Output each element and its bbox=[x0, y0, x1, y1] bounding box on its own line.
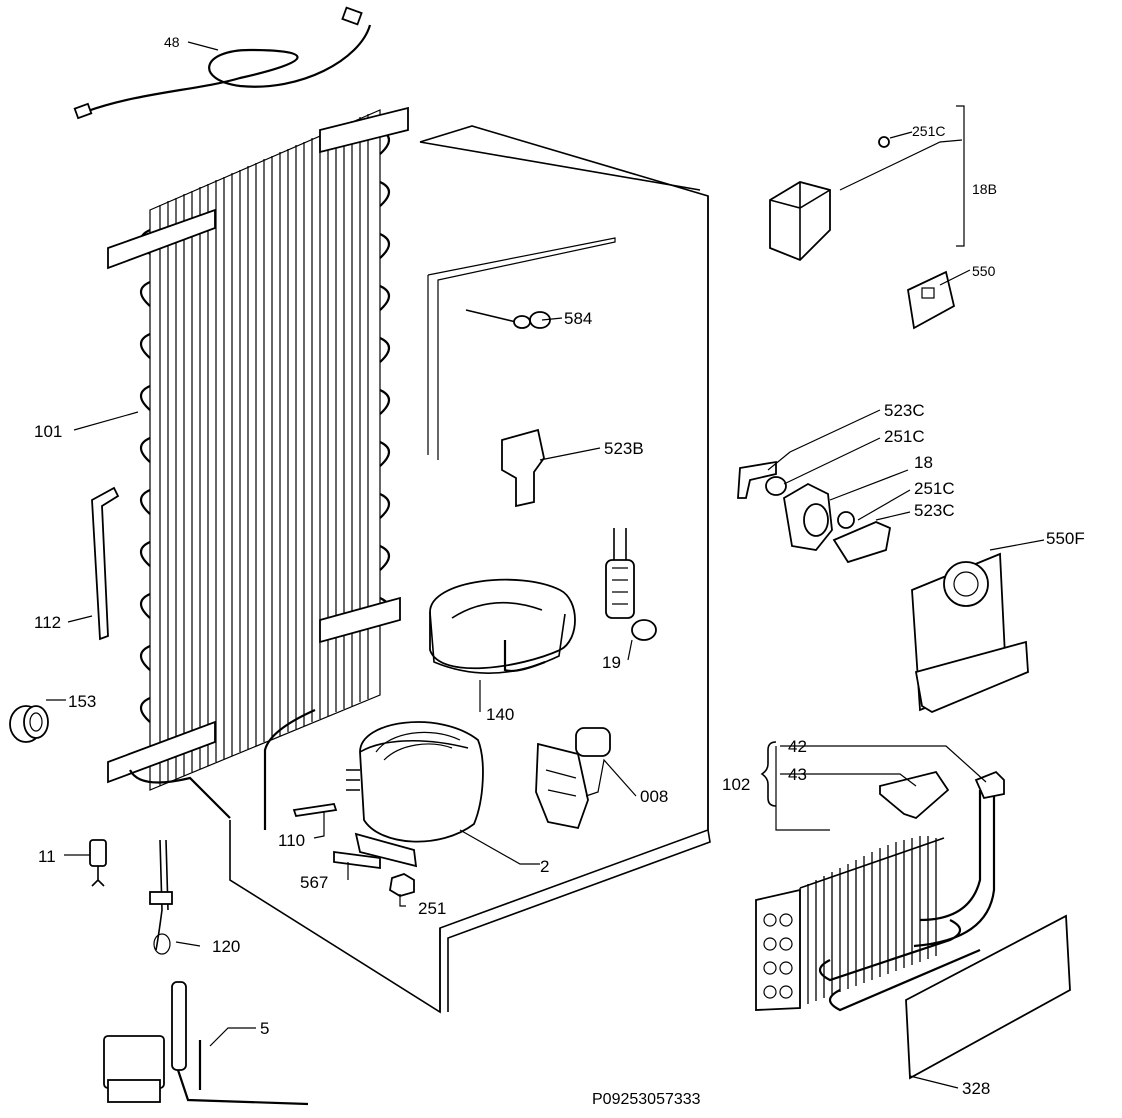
label-120: 120 bbox=[212, 937, 240, 956]
evaporator-fins bbox=[799, 836, 937, 1006]
cabinet-body bbox=[229, 125, 711, 1014]
power-cable-48 bbox=[73, 6, 372, 120]
part-008-relay bbox=[535, 727, 611, 830]
label-140: 140 bbox=[486, 705, 514, 724]
label-523c-1: 523C bbox=[884, 401, 925, 420]
part-550-cover bbox=[907, 270, 956, 330]
label-48: 48 bbox=[164, 34, 180, 50]
label-11: 11 bbox=[38, 847, 56, 866]
label-584: 584 bbox=[564, 309, 592, 328]
part-5-relay-valve bbox=[103, 981, 309, 1106]
diagram-code: P09253057333 bbox=[592, 1091, 701, 1108]
leader-lines bbox=[46, 41, 1045, 1089]
part-2-compressor bbox=[346, 721, 484, 868]
part-11-drier bbox=[89, 839, 107, 887]
label-102: 102 bbox=[722, 775, 750, 794]
part-120-capillary bbox=[149, 839, 173, 955]
label-5: 5 bbox=[260, 1019, 269, 1038]
label-101: 101 bbox=[34, 422, 62, 441]
part-110-567-251 bbox=[292, 802, 415, 897]
label-110: 110 bbox=[278, 831, 305, 850]
condenser-tube-loops bbox=[139, 128, 391, 723]
label-18: 18 bbox=[914, 453, 933, 472]
label-008: 008 bbox=[640, 787, 668, 806]
label-251c-3: 251C bbox=[914, 479, 955, 498]
label-19: 19 bbox=[602, 653, 621, 672]
label-523c-2: 523C bbox=[914, 501, 955, 520]
bracket-102 bbox=[760, 741, 777, 807]
part-19-heater bbox=[605, 528, 657, 641]
label-550f: 550F bbox=[1046, 529, 1085, 548]
label-550: 550 bbox=[972, 263, 996, 279]
condenser-brackets bbox=[107, 106, 409, 784]
part-18b-fan-housing bbox=[769, 136, 890, 262]
label-251c-2: 251C bbox=[884, 427, 925, 446]
label-251c-top: 251C bbox=[912, 123, 945, 139]
part-labels: 48 101 112 153 11 120 5 584 523B 19 140 … bbox=[34, 34, 1085, 1108]
label-43: 43 bbox=[788, 765, 807, 784]
label-251: 251 bbox=[418, 899, 446, 918]
label-42: 42 bbox=[788, 737, 807, 756]
condenser-101 bbox=[107, 106, 409, 830]
part-523b-bracket bbox=[501, 428, 545, 508]
part-140-drip-tray bbox=[429, 578, 576, 674]
condenser-fins bbox=[159, 114, 369, 786]
part-18-fan-motor bbox=[737, 460, 892, 564]
label-523b: 523B bbox=[604, 439, 644, 458]
label-112: 112 bbox=[34, 613, 61, 632]
label-567: 567 bbox=[300, 873, 328, 892]
part-102-evaporator bbox=[755, 770, 1005, 1012]
label-2: 2 bbox=[540, 857, 549, 876]
label-18b: 18B bbox=[972, 181, 997, 197]
part-584-sensor bbox=[465, 309, 551, 329]
label-153: 153 bbox=[68, 692, 96, 711]
part-112-rod bbox=[91, 486, 120, 641]
part-153-grommet bbox=[9, 705, 49, 743]
label-328: 328 bbox=[962, 1079, 990, 1098]
part-550f-fan-cover bbox=[911, 552, 1029, 714]
part-328-heater-plate bbox=[905, 914, 1071, 1080]
